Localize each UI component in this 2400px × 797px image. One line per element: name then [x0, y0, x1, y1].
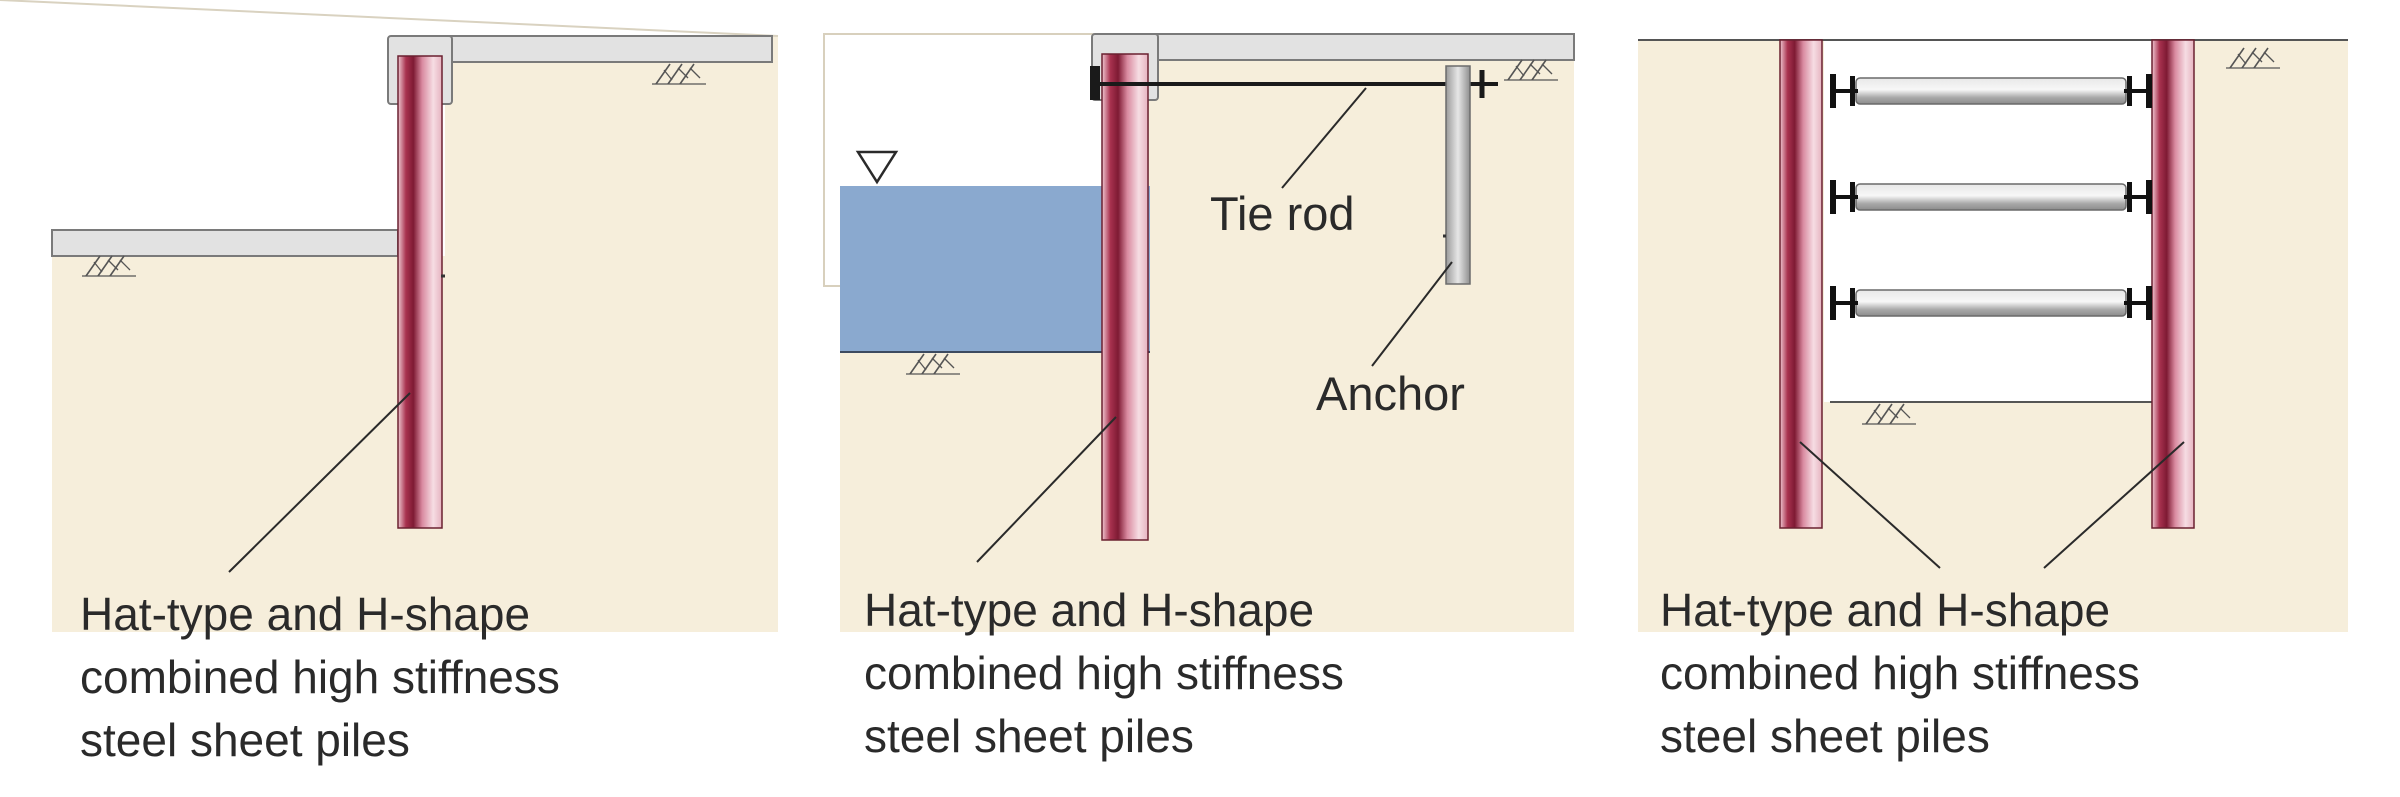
left-steel-sheet-pile: [1779, 39, 1823, 529]
caption-line: combined high stiffness: [1660, 647, 2140, 699]
caption-line: steel sheet piles: [1660, 710, 1990, 762]
retained-soil: [445, 36, 778, 632]
excavation-bottom-soil: [1824, 402, 2194, 632]
panel-2-caption: Hat-type and H-shape combined high stiff…: [864, 579, 1344, 768]
panel-strutted-excavation: [1638, 39, 2348, 632]
water-level-triangle-icon: [855, 150, 899, 185]
panel-cantilever-wall: [0, 0, 779, 632]
anchor-pile: [1445, 65, 1471, 285]
steel-sheet-pile: [397, 55, 443, 529]
top-ground-line: [0, 0, 779, 37]
caption-leader-line-left: [1799, 441, 1941, 569]
caption-line: steel sheet piles: [80, 714, 410, 766]
seabed-soil: [840, 352, 1150, 632]
caption-leader-line: [228, 392, 411, 573]
caption-line: Hat-type and H-shape: [80, 588, 531, 640]
panel-anchored-quay-wall: [823, 33, 1575, 632]
panel-3-caption: Hat-type and H-shape combined high stiff…: [1660, 579, 2140, 768]
anchor-label: Anchor: [1316, 367, 1465, 420]
tie-rod-plate: [1090, 66, 1100, 100]
caption-leader-line-right: [2043, 441, 2185, 569]
front-soil: [52, 256, 448, 632]
strut-middle: [1830, 180, 2152, 214]
caption-line: Hat-type and H-shape: [1660, 584, 2111, 636]
caption-line: steel sheet piles: [864, 710, 1194, 762]
right-steel-sheet-pile: [2151, 39, 2195, 529]
tie-rod-leader-line: [1281, 87, 1367, 189]
caption-leader-line: [976, 416, 1117, 563]
anchor-leader-line: [1371, 261, 1453, 367]
top-slab: [445, 35, 773, 63]
front-slab: [51, 229, 399, 257]
caption-line: Hat-type and H-shape: [864, 584, 1315, 636]
top-slab: [1155, 33, 1575, 61]
retained-soil: [1148, 36, 1574, 632]
steel-sheet-pile: [1101, 53, 1149, 541]
tie-rod-label: Tie rod: [1210, 187, 1355, 240]
strut-upper: [1830, 74, 2152, 108]
caption-line: combined high stiffness: [864, 647, 1344, 699]
panel-1-caption: Hat-type and H-shape combined high stiff…: [80, 583, 560, 772]
caption-line: combined high stiffness: [80, 651, 560, 703]
right-soil: [2194, 40, 2348, 632]
strut-lower: [1830, 286, 2152, 320]
water-body: [840, 186, 1150, 352]
